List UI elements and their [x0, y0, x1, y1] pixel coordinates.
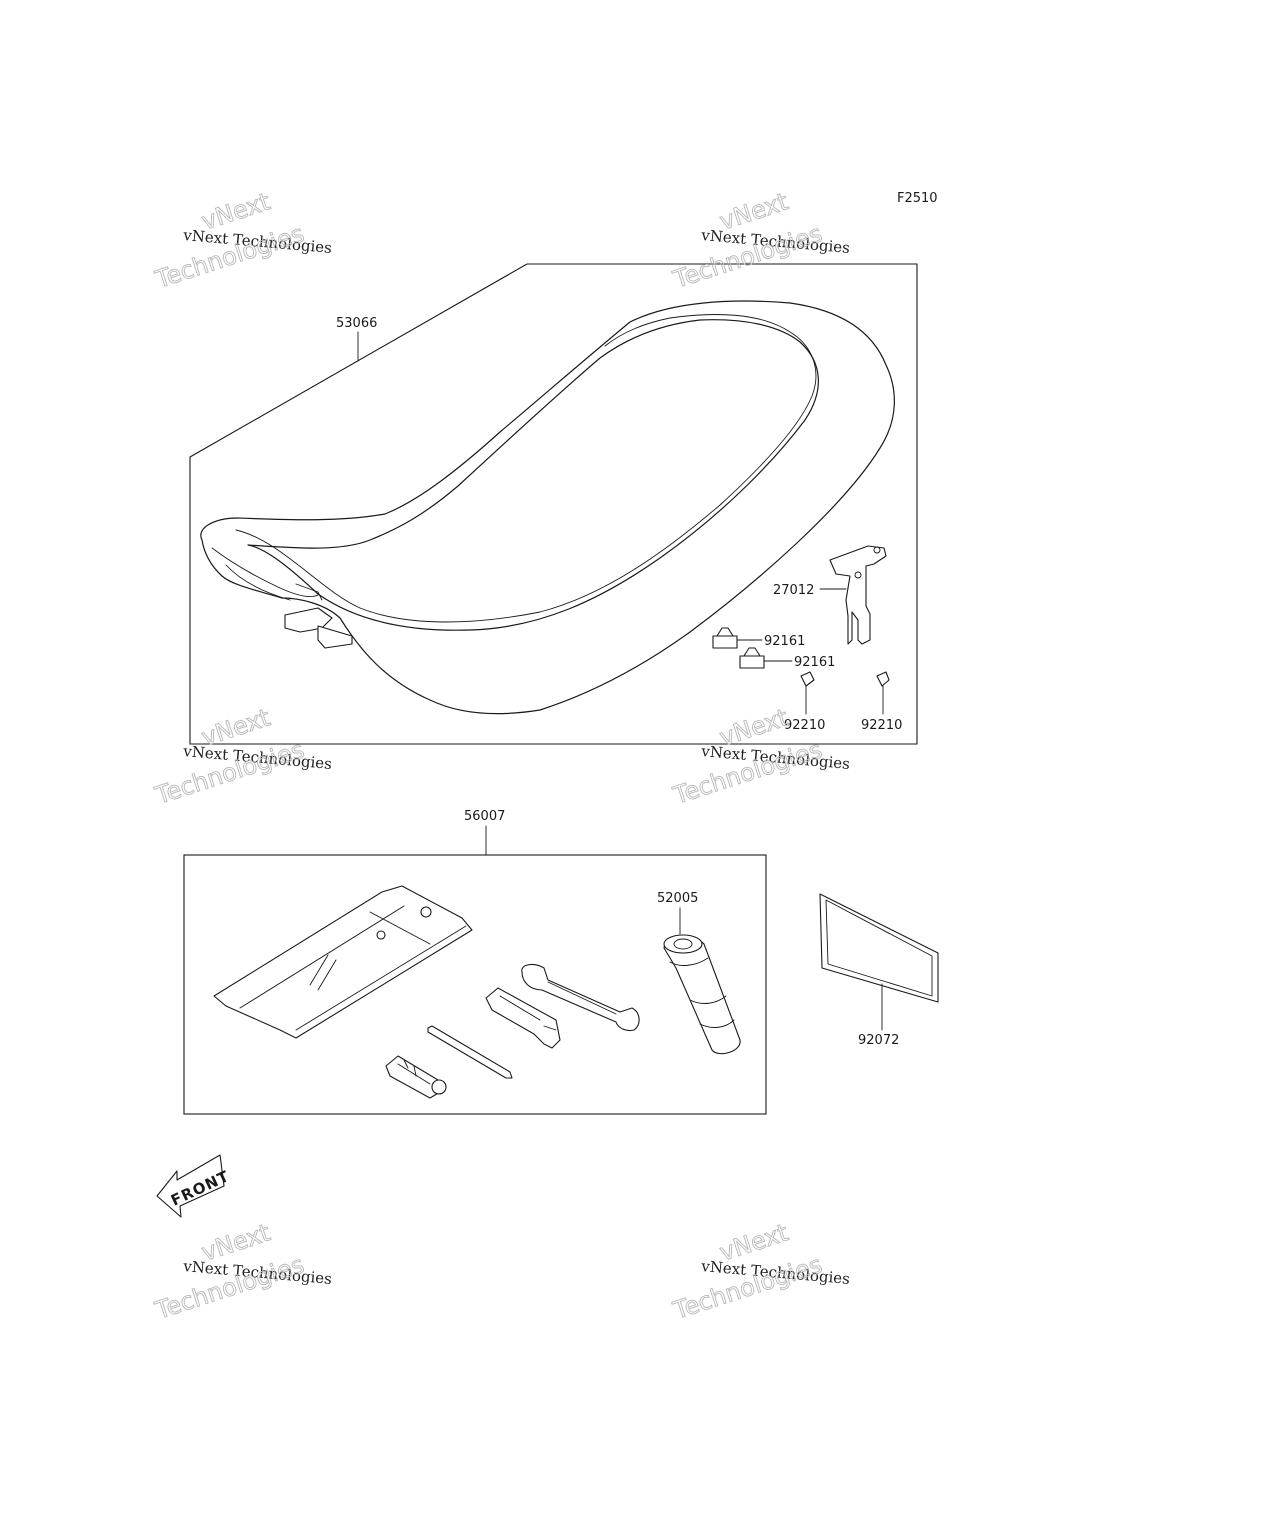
seat-group-box: [189, 263, 918, 745]
part-label-bracket[interactable]: 27012: [773, 583, 814, 598]
plug-wrench-drawing[interactable]: [663, 934, 741, 1055]
clip-b-drawing[interactable]: [876, 671, 890, 687]
part-label-clip-a[interactable]: 92210: [784, 718, 825, 733]
part-label-damper-a[interactable]: 92161: [764, 634, 805, 649]
clip-a-drawing[interactable]: [800, 671, 815, 687]
screwdriver-handle-drawing[interactable]: [385, 1055, 447, 1099]
label-card-drawing[interactable]: [819, 893, 939, 1003]
watermark-1: vNext vNext Technologies Technologies: [151, 187, 333, 295]
part-label-damper-b[interactable]: 92161: [794, 655, 835, 670]
damper-b-drawing[interactable]: [739, 647, 765, 669]
watermark-5: vNext vNext Technologies Technologies: [151, 1218, 333, 1326]
part-label-seat[interactable]: 53066: [336, 316, 377, 331]
part-label-tool-kit[interactable]: 56007: [464, 809, 505, 824]
damper-a-drawing[interactable]: [712, 627, 738, 649]
part-label-clip-b[interactable]: 92210: [861, 718, 902, 733]
socket-wrench-drawing[interactable]: [485, 987, 561, 1049]
watermark-3: vNext vNext Technologies Technologies: [151, 703, 333, 811]
watermark-2: vNext vNext Technologies Technologies: [669, 187, 851, 295]
tool-kit-box: [183, 854, 767, 1115]
figure-code: F2510: [897, 191, 938, 206]
watermark-6: vNext vNext Technologies Technologies: [669, 1218, 851, 1326]
front-direction-arrow: FRONT: [156, 1154, 232, 1218]
open-end-wrench-drawing[interactable]: [521, 963, 640, 1032]
part-label-label-card[interactable]: 92072: [858, 1033, 899, 1048]
bracket-drawing[interactable]: [829, 545, 887, 645]
seat-drawing[interactable]: [200, 300, 895, 715]
screwdriver-rod-drawing[interactable]: [427, 1025, 513, 1079]
tool-pouch-drawing[interactable]: [213, 885, 473, 1039]
part-label-plug-wrench[interactable]: 52005: [657, 891, 698, 906]
